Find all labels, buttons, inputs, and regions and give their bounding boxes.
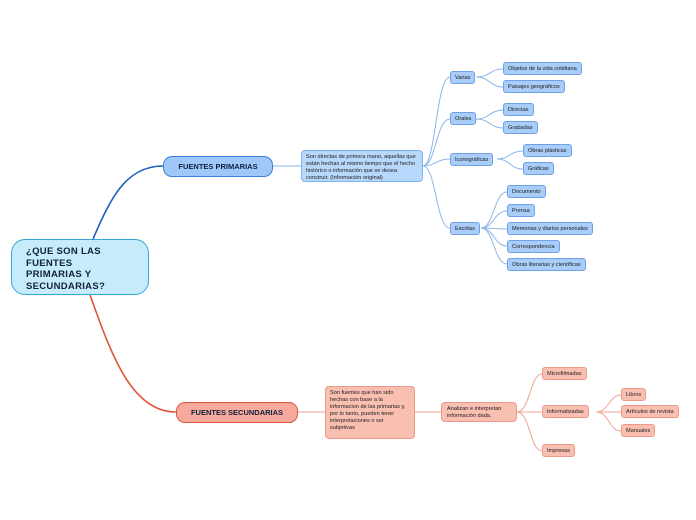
leaf-directas[interactable]: Directas bbox=[503, 103, 534, 116]
central-topic-line-4: SECUNDARIAS? bbox=[26, 280, 106, 292]
category-varias[interactable]: Varias bbox=[450, 71, 476, 84]
fuentes-secundarias-topic[interactable]: FUENTES SECUNDARIAS bbox=[176, 402, 298, 423]
leaf-memorias-diarios[interactable]: Memorias y diarios personales bbox=[507, 222, 593, 235]
root-to-primarias-link bbox=[92, 165, 164, 240]
leaf-libros[interactable]: Libros bbox=[621, 388, 647, 401]
category-informatizadas[interactable]: Informatizadas bbox=[542, 405, 589, 418]
central-topic[interactable]: ¿QUE SON LAS FUENTES PRIMARIAS Y SECUNDA… bbox=[11, 239, 149, 295]
root-to-secundarias-link bbox=[89, 294, 177, 413]
central-topic-line-2: FUENTES bbox=[26, 257, 73, 269]
central-topic-line-1: ¿QUE SON LAS bbox=[26, 246, 101, 257]
leaf-grabadas[interactable]: Grabadas bbox=[503, 121, 538, 134]
leaf-obras-plasticas[interactable]: Obras plásticas bbox=[523, 144, 572, 157]
category-orales[interactable]: Orales bbox=[450, 112, 477, 125]
leaf-documento[interactable]: Documento bbox=[507, 185, 546, 198]
leaf-articulos-revista[interactable]: Artículos de revista bbox=[621, 405, 679, 418]
leaf-prensa[interactable]: Prensa bbox=[507, 204, 535, 217]
secundarias-description-topic[interactable]: Son fuentes que han sido hechas con base… bbox=[325, 386, 415, 439]
leaf-paisajes-geograficos[interactable]: Paisajes geográficos bbox=[503, 80, 565, 93]
fuentes-primarias-topic[interactable]: FUENTES PRIMARIAS bbox=[163, 156, 273, 177]
leaf-obras-literarias[interactable]: Obras literarias y científicas bbox=[507, 258, 586, 271]
category-iconograficas[interactable]: Iconográficas bbox=[450, 153, 494, 166]
category-microfilmadas[interactable]: Microfilmadas bbox=[542, 367, 587, 380]
central-topic-line-3: PRIMARIAS Y bbox=[26, 269, 92, 280]
leaf-manuales[interactable]: Manuales bbox=[621, 424, 656, 437]
category-escritas[interactable]: Escritas bbox=[450, 222, 480, 235]
leaf-correspondencia[interactable]: Correspondencia bbox=[507, 240, 560, 253]
category-impresas[interactable]: Impresas bbox=[542, 444, 576, 457]
leaf-graficas[interactable]: Gráficas bbox=[523, 162, 554, 175]
leaf-objetos-vida-cotidiana[interactable]: Objetos de la vida cotidiana bbox=[503, 62, 582, 75]
primarias-description-topic[interactable]: Son directas de primera mano, aquellas q… bbox=[301, 150, 423, 182]
analysis-topic[interactable]: Analizan e interpretan información dada. bbox=[441, 402, 517, 422]
